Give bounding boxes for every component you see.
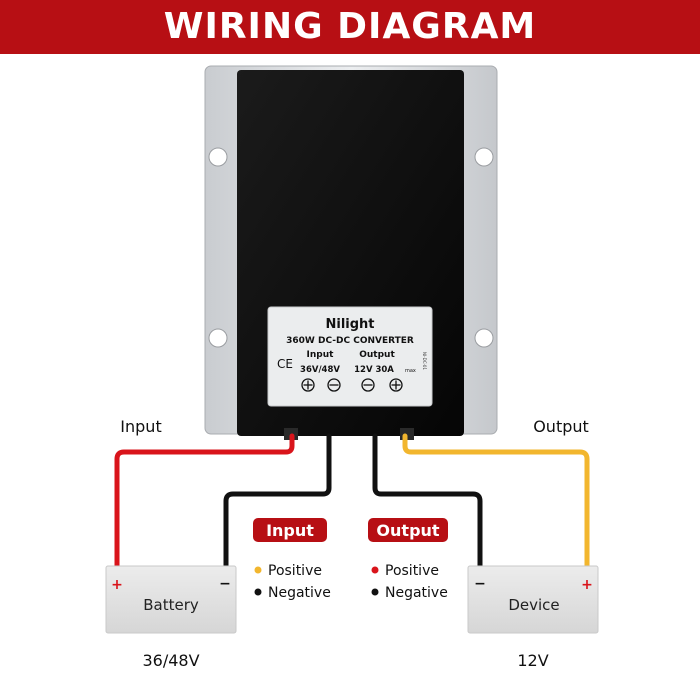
label-output-max: max [405,368,416,374]
converter-unit: Nilight 360W DC-DC CONVERTER CE Input 36… [204,65,498,440]
device-label: Device [508,596,559,614]
legend-output-negative-dot [371,588,379,596]
battery: + − Battery [105,565,237,634]
output-negative-symbol [361,378,375,392]
mount-hole-bottom-left [208,328,228,348]
legend-output-positive-dot [371,566,379,574]
legend-output-negative: Negative [385,585,448,601]
output-wire-label: Output [533,417,589,436]
converter-model: 360W DC-DC CONVERTER [286,336,414,346]
battery-negative-sign: − [219,576,231,592]
legend-input-title: Input [266,521,314,540]
title-banner: WIRING DIAGRAM [0,0,700,54]
brand-logo: Nilight [325,317,374,332]
legend-input-negative: Negative [268,585,331,601]
input-negative-wire [223,433,332,569]
battery-voltage: 36/48V [142,651,199,670]
input-negative-symbol [327,378,341,392]
input-wire-label: Input [120,417,161,436]
legend-output-positive: Positive [385,563,439,579]
label-output-title: Output [359,350,395,360]
mount-hole-top-right [474,147,494,167]
legend-output-badge [368,518,448,542]
legend-input-positive-dot [254,566,262,574]
battery-positive-sign: + [111,577,123,593]
label-input-value: 36V/48V [300,365,340,375]
battery-box [105,565,237,634]
output-positive-symbol [389,378,403,392]
mount-hole-top-left [208,147,228,167]
label-side-code: NI-DC-01 [422,352,427,370]
output-positive-wire [402,433,590,569]
legend-output: Output Positive Negative [368,518,448,601]
input-positive-wire [114,433,295,569]
legend-input: Input Positive Negative [253,518,331,601]
page-title: WIRING DIAGRAM [163,6,537,47]
wires [114,433,590,569]
label-input-title: Input [307,350,335,360]
label-output-value: 12V 30A [354,365,394,375]
legend-output-title: Output [376,521,439,540]
device-voltage: 12V [517,651,548,670]
legend-input-badge [253,518,327,542]
device-positive-sign: + [581,577,593,593]
ce-mark: CE [277,357,293,371]
input-positive-symbol [301,378,315,392]
battery-label: Battery [143,596,199,614]
device-box [467,565,599,634]
output-negative-wire [372,433,483,569]
legend-input-positive: Positive [268,563,322,579]
mount-hole-bottom-right [474,328,494,348]
legend-input-negative-dot [254,588,262,596]
device: − + Device [467,565,599,634]
device-negative-sign: − [474,576,486,592]
